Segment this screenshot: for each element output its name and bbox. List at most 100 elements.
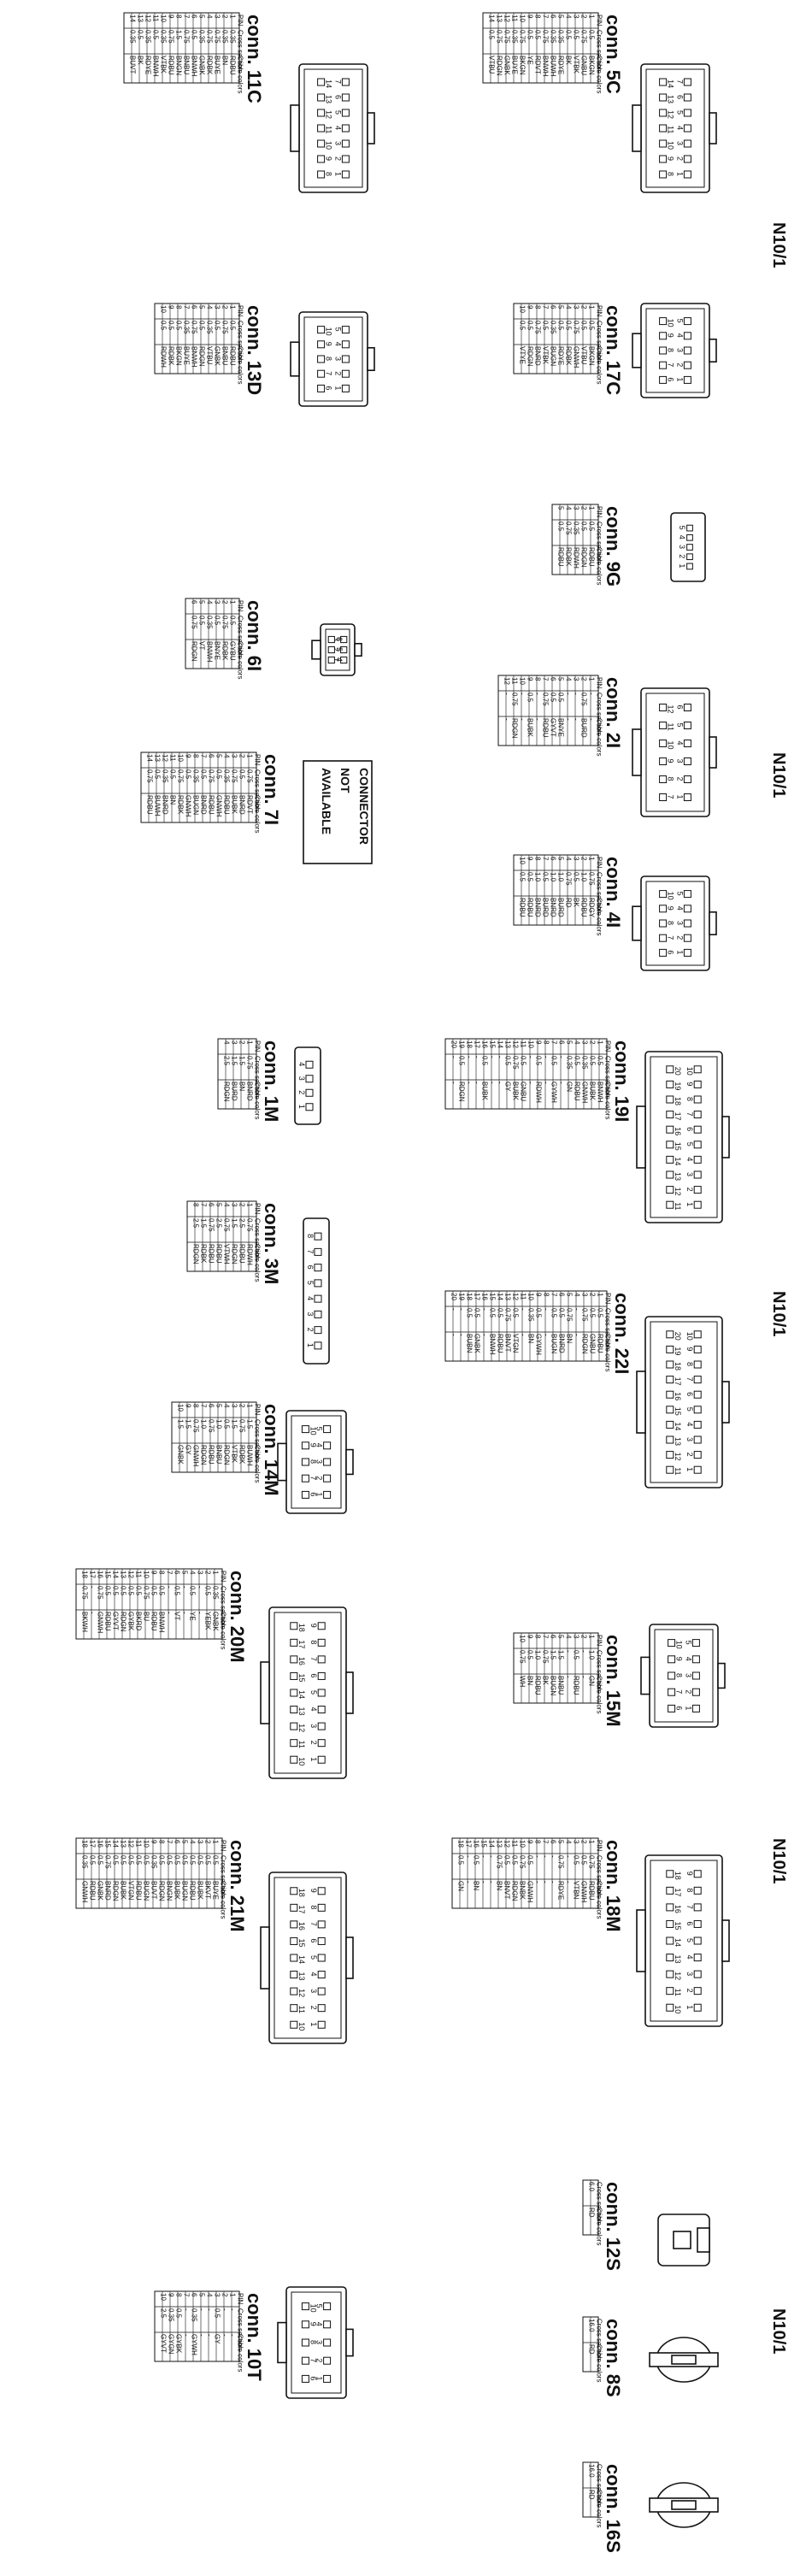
- pin-number: 8: [667, 777, 675, 781]
- table-cell: 20: [450, 1040, 458, 1048]
- table-cell: 8: [543, 1293, 550, 1297]
- pin-cavity: [317, 1671, 326, 1680]
- table-cell: 10: [527, 1293, 535, 1300]
- table-cell: 0.75: [588, 1855, 596, 1869]
- table-row: 60.5VT: [174, 1571, 181, 1620]
- table-cell: 0.35: [150, 1855, 158, 1869]
- table-cell: 2: [221, 15, 229, 19]
- table-cell: 12: [503, 15, 511, 22]
- pin-cavity: [659, 775, 668, 783]
- pin-cavity: [290, 1971, 298, 1979]
- table-cell: 1.5: [175, 30, 183, 40]
- table-cell: GNBK: [177, 1445, 185, 1465]
- table-cell: 4: [189, 1571, 197, 1575]
- table-row: 21.5BN: [238, 1040, 246, 1091]
- table-header: Cable colors: [237, 56, 244, 93]
- pin-number: 17: [674, 1112, 682, 1121]
- table-cell: 0.75: [81, 1586, 89, 1600]
- pin-cavity: [693, 1987, 702, 1995]
- table-cell: -: [542, 1881, 550, 1883]
- pin-number: 5: [678, 526, 686, 530]
- pin-number: 9: [309, 1624, 318, 1628]
- table-cell: -: [197, 1612, 204, 1614]
- table-cell: 2: [238, 1404, 246, 1408]
- table-cell: 0.75: [519, 1855, 527, 1869]
- pin-cavity: [317, 1936, 326, 1945]
- pin-number: 6: [309, 1938, 318, 1942]
- table-cell: 0.35: [206, 616, 214, 629]
- pin-number: 4: [306, 1296, 315, 1300]
- table-cell: 0.75: [557, 1855, 565, 1869]
- table-cell: 0.75: [566, 1308, 574, 1322]
- table-cell: BNGN: [175, 56, 183, 75]
- table-cell: 7: [550, 1040, 558, 1045]
- table-cell: RDWH: [246, 1244, 254, 1265]
- table-cell: 10: [177, 1404, 185, 1412]
- table-cell: 0.5: [229, 321, 237, 331]
- table-row: 30.5BK: [573, 857, 580, 907]
- table-cell: 14: [112, 1840, 120, 1848]
- connector-title: conn. 19I: [611, 1040, 632, 1122]
- table-cell: 1: [229, 15, 237, 19]
- table-cell: GNBK: [198, 56, 206, 75]
- table-cell: 0.75: [511, 693, 519, 706]
- table-row: 16.0RD: [588, 2319, 596, 2355]
- table-cell: 9: [168, 305, 175, 309]
- table-cell: 5: [557, 857, 565, 861]
- pin-number: 14: [297, 1690, 306, 1699]
- pin-number: 2: [309, 2006, 318, 2010]
- table-cell: 5: [557, 1635, 565, 1639]
- pin-number: 5: [309, 1955, 318, 1960]
- pin-number: 4: [333, 342, 342, 346]
- pin-cavity: [693, 1420, 702, 1429]
- pin-cavity: [317, 1722, 326, 1730]
- table-cell: 2: [580, 15, 588, 19]
- table-cell: 0.5: [204, 1586, 212, 1596]
- pin-cavity: [341, 355, 350, 363]
- pin-number: 2: [306, 1328, 315, 1332]
- table-cell: -: [450, 1308, 458, 1311]
- pin-cavity: [314, 1341, 322, 1350]
- table-cell: 12: [512, 1040, 520, 1048]
- pin-cavity: [314, 1310, 322, 1318]
- table-cell: RDBK: [565, 346, 573, 366]
- table-cell: RDBU: [229, 346, 237, 366]
- table-cell: 0.5: [519, 872, 527, 882]
- table-header: PIN: [596, 506, 603, 518]
- table-cell: 6: [208, 1203, 215, 1207]
- table-cell: 7: [200, 1203, 208, 1207]
- table-cell: -: [206, 2308, 214, 2311]
- table-cell: 3: [581, 1293, 589, 1297]
- table-cell: RDGN: [120, 1612, 127, 1632]
- table-cell: 0.75: [246, 1218, 254, 1232]
- pin-cavity: [691, 1688, 700, 1696]
- pin-number: 17: [297, 1640, 306, 1648]
- table-cell: BKRD: [135, 1612, 143, 1630]
- table-row: 17--: [89, 1571, 97, 1614]
- pin-number: 9: [309, 2322, 317, 2326]
- table-cell: 4: [223, 1203, 231, 1207]
- pin-cavity: [666, 1987, 674, 1995]
- table-cell: BN: [221, 56, 229, 65]
- pin-cavity: [693, 2003, 702, 2012]
- pin-cavity: [327, 645, 335, 654]
- table-cell: GYBU: [229, 641, 237, 661]
- table-cell: 0.5: [497, 1308, 504, 1318]
- pin-cavity: [693, 1125, 702, 1134]
